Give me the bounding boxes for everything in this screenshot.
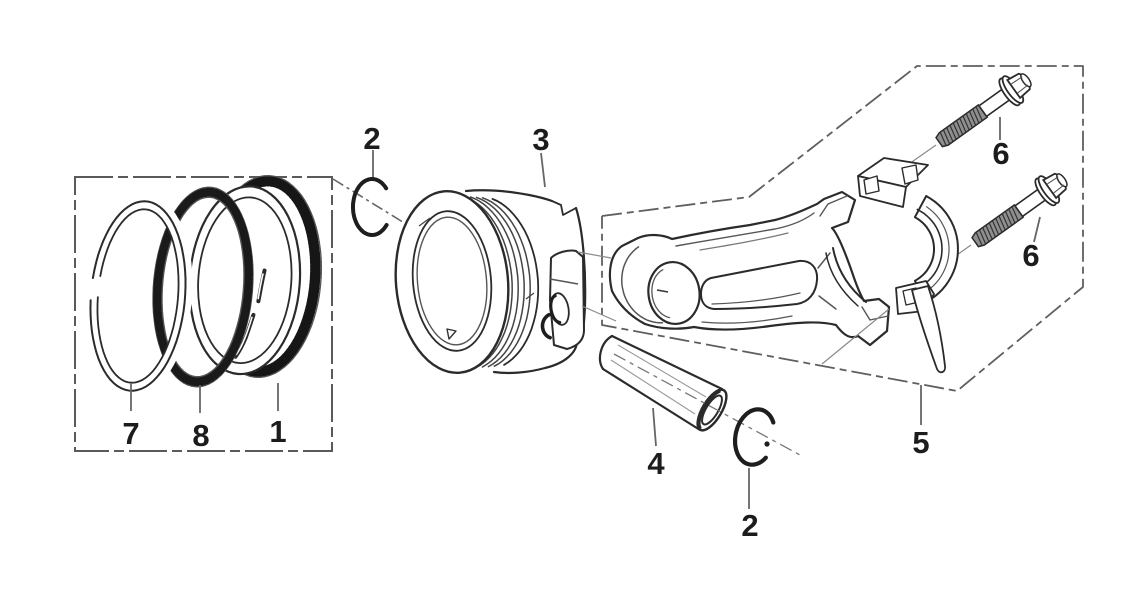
svg-text:3: 3 — [532, 122, 549, 157]
svg-text:2: 2 — [363, 121, 380, 156]
svg-text:2: 2 — [741, 508, 758, 543]
svg-text:7: 7 — [122, 416, 139, 451]
svg-text:1: 1 — [269, 414, 286, 449]
svg-text:6: 6 — [1022, 238, 1039, 273]
svg-text:4: 4 — [647, 446, 665, 481]
svg-text:5: 5 — [912, 425, 929, 460]
svg-text:6: 6 — [992, 136, 1009, 171]
svg-text:8: 8 — [192, 418, 209, 453]
